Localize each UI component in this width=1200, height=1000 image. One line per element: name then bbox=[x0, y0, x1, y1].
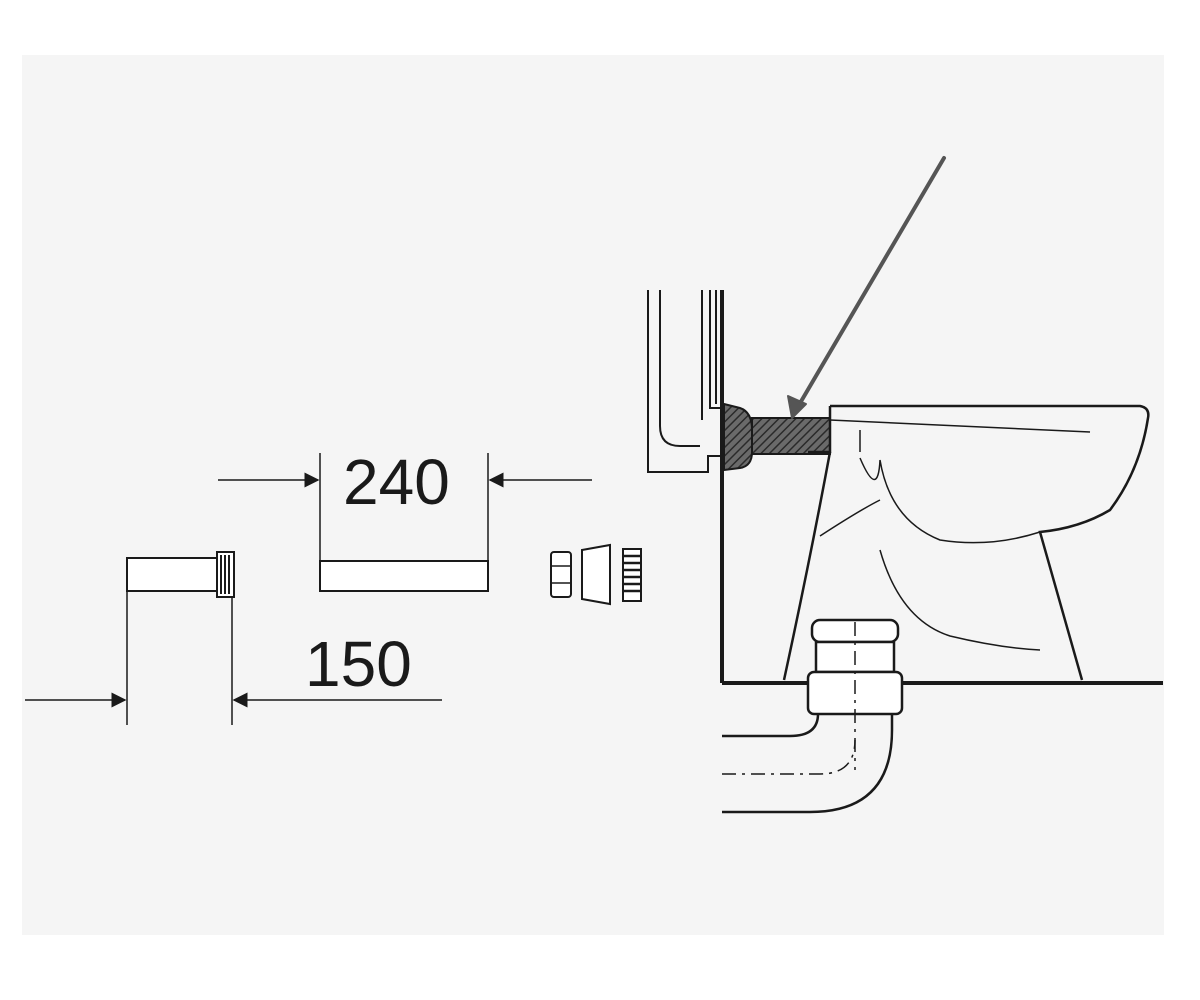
leader-arrow bbox=[787, 156, 946, 419]
nut-fitting bbox=[550, 551, 572, 598]
drawing-panel bbox=[22, 55, 1164, 935]
cistern bbox=[647, 290, 730, 473]
dimension-240 bbox=[218, 453, 592, 561]
seal-ring bbox=[622, 548, 642, 602]
drain-pipe bbox=[722, 618, 904, 814]
dimension-150-label: 150 bbox=[305, 628, 412, 700]
flush-pipe-connector bbox=[723, 402, 831, 472]
cone-fitting bbox=[581, 543, 611, 606]
dimension-150 bbox=[25, 591, 442, 725]
extension-pipe-150 bbox=[126, 551, 235, 598]
toilet-bowl bbox=[782, 404, 1150, 681]
connecting-pipe-240 bbox=[319, 560, 489, 592]
dimension-240-label: 240 bbox=[343, 446, 450, 518]
